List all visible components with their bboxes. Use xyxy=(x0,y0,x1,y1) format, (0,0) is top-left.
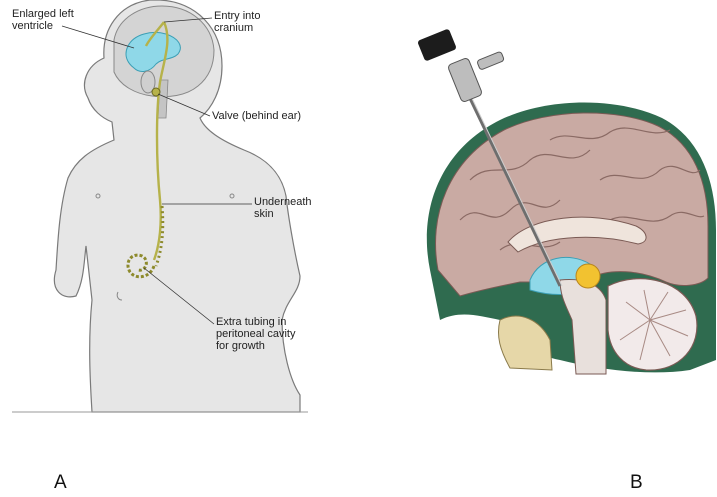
endoscope-eyepiece xyxy=(417,28,457,61)
endoscope-illustration xyxy=(400,20,717,390)
yellow-cyst xyxy=(576,264,600,288)
endoscope-figure-svg xyxy=(400,20,717,390)
shunt-valve xyxy=(152,88,160,96)
label-entry-cranium: Entry into cranium xyxy=(214,10,260,34)
panel-letter-a: A xyxy=(54,472,67,494)
label-underneath-skin: Underneath skin xyxy=(254,196,312,220)
shunt-illustration: Enlarged left ventricle Entry into crani… xyxy=(0,0,320,420)
panel-letter-b: B xyxy=(630,472,643,494)
label-extra-tubing: Extra tubing in peritoneal cavity for gr… xyxy=(216,316,296,352)
label-enlarged-ventricle: Enlarged left ventricle xyxy=(12,8,74,32)
endoscope-port xyxy=(477,51,505,70)
label-valve: Valve (behind ear) xyxy=(212,110,301,122)
